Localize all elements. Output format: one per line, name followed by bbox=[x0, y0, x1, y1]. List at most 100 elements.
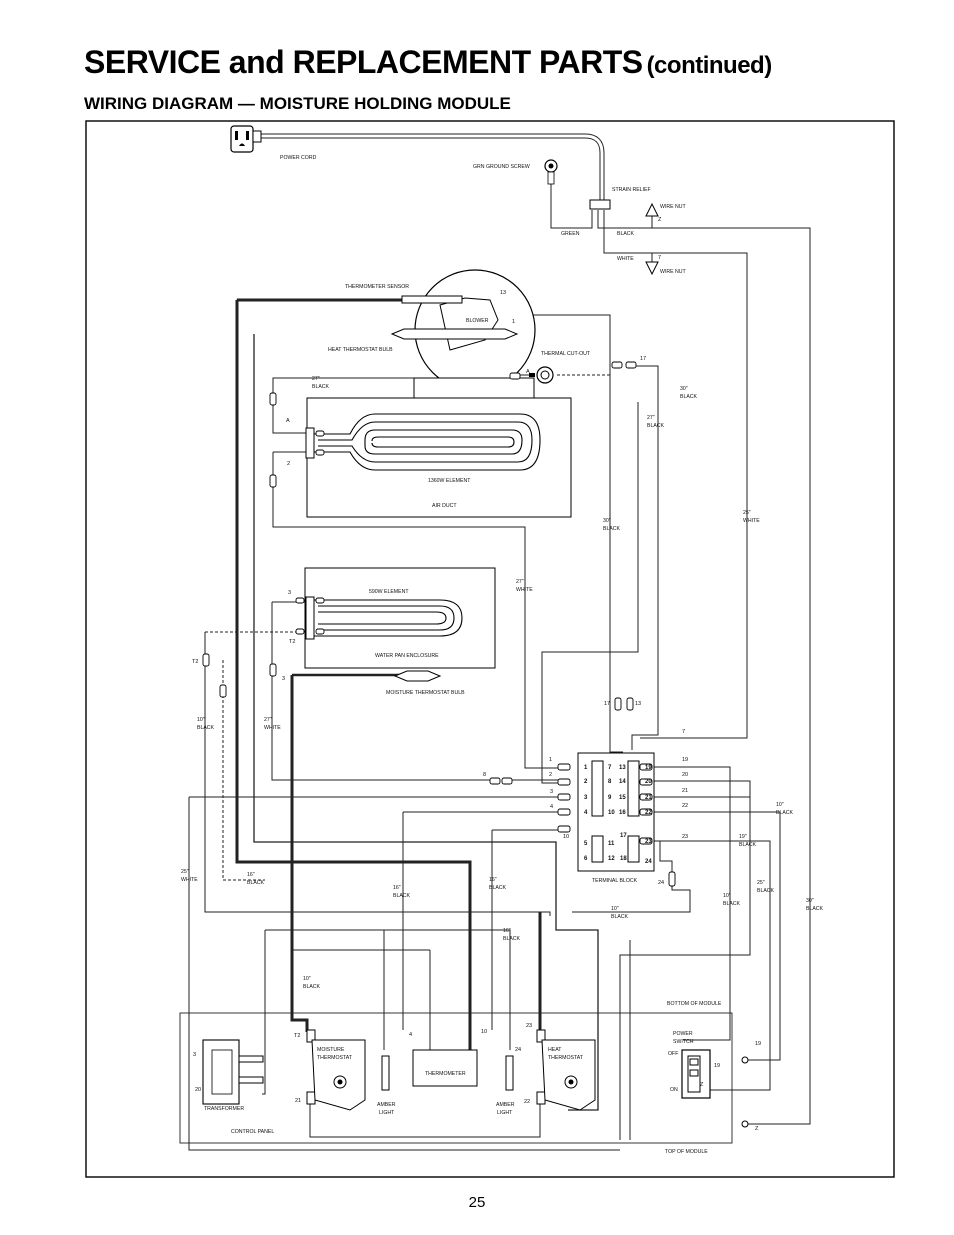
heat-thermostat bbox=[536, 1029, 596, 1111]
element-1360w-terminal bbox=[305, 427, 315, 459]
wire-num: 22 bbox=[682, 803, 688, 809]
tb-num: 7 bbox=[608, 765, 612, 771]
thermal-cutout bbox=[529, 366, 554, 384]
wire-label-len: 10" bbox=[776, 802, 784, 808]
tb-num: 17 bbox=[620, 833, 627, 839]
wire-num: A bbox=[526, 369, 530, 375]
wire-num: 1 bbox=[512, 319, 515, 325]
page-title-main: SERVICE and REPLACEMENT PARTS bbox=[84, 44, 643, 80]
tb-num: 5 bbox=[584, 841, 588, 847]
label-grn-ground-screw: GRN GROUND SCREW bbox=[473, 164, 530, 170]
wire-label-len: 27" bbox=[312, 376, 320, 382]
wire-num: A bbox=[286, 418, 290, 424]
wire-num: 19 bbox=[682, 757, 688, 763]
tb-num: 8 bbox=[608, 779, 612, 785]
wire-num: 3 bbox=[288, 590, 291, 596]
label-element-590: 590W ELEMENT bbox=[369, 589, 409, 595]
tb-num: 24 bbox=[645, 859, 652, 865]
wire-label-color: WHITE bbox=[516, 587, 533, 593]
tb-num: 16 bbox=[619, 810, 626, 816]
amber-light-left bbox=[381, 1055, 390, 1091]
moisture-thermostat-bulb bbox=[393, 670, 442, 682]
label-bottom-of-module: BOTTOM OF MODULE bbox=[667, 1001, 722, 1007]
label-water-pan-enclosure: WATER PAN ENCLOSURE bbox=[375, 653, 439, 659]
wire-label-len: 10" bbox=[303, 976, 311, 982]
wire-num: 21 bbox=[295, 1098, 301, 1104]
label-light-right: LIGHT bbox=[497, 1110, 513, 1116]
label-off: OFF bbox=[668, 1051, 678, 1057]
wire-label-len: 16" bbox=[247, 872, 255, 878]
label-wire-nut-bottom: WIRE NUT bbox=[660, 269, 686, 275]
label-amber-left: AMBER bbox=[377, 1102, 396, 1108]
wire-label-len: 30" bbox=[680, 386, 688, 392]
water-pan-enclosure bbox=[304, 567, 496, 669]
wire-label-len: 30" bbox=[603, 518, 611, 524]
element-590w bbox=[310, 599, 463, 637]
wire-num: 20 bbox=[682, 772, 688, 778]
wire-label-len: 10" bbox=[723, 893, 731, 899]
tb-num: 14 bbox=[619, 779, 626, 785]
page-title-suffix: (continued) bbox=[646, 52, 773, 79]
wire-num: 3 bbox=[193, 1052, 196, 1058]
wire-num: T2 bbox=[289, 639, 295, 645]
label-top-of-module: TOP OF MODULE bbox=[665, 1149, 708, 1155]
wire-label-color: BLACK bbox=[723, 901, 741, 907]
transformer bbox=[202, 1039, 264, 1105]
wire-num: 2 bbox=[549, 772, 552, 778]
wire-label-len: 27" bbox=[647, 415, 655, 421]
wire-label-color: BLACK bbox=[611, 914, 629, 920]
wire-label-len: 25" bbox=[743, 510, 751, 516]
label-amber-right: AMBER bbox=[496, 1102, 515, 1108]
wire-num: 4 bbox=[550, 804, 553, 810]
label-wire-nut-top-id: Z bbox=[658, 217, 662, 223]
wire-num: 7 bbox=[682, 729, 685, 735]
wire-num: 8 bbox=[483, 772, 486, 778]
label-moisture-thermostat-1: MOISTURE bbox=[317, 1047, 345, 1053]
tb-num: 12 bbox=[608, 856, 615, 862]
wire-num: T2 bbox=[192, 659, 198, 665]
control-panel-frame bbox=[179, 1012, 733, 1144]
wire-label-color: WHITE bbox=[743, 518, 760, 524]
label-green: GREEN bbox=[561, 231, 580, 237]
label-power-switch-1: POWER bbox=[673, 1031, 693, 1037]
wire-num: 23 bbox=[526, 1023, 532, 1029]
page-title: SERVICE and REPLACEMENT PARTS (continued… bbox=[84, 44, 772, 81]
wire-num: T2 bbox=[294, 1033, 300, 1039]
wire-num: 4 bbox=[409, 1032, 412, 1038]
wire-label-color: WHITE bbox=[181, 877, 198, 883]
label-transformer: TRANSFORMER bbox=[204, 1106, 244, 1112]
wire-label-len: 19" bbox=[739, 834, 747, 840]
tb-num: 10 bbox=[608, 810, 615, 816]
label-black: BLACK bbox=[617, 231, 635, 237]
label-thermal-cutout: THERMAL CUT-OUT bbox=[541, 351, 591, 357]
wires bbox=[188, 133, 811, 1151]
wire-num: 20 bbox=[195, 1087, 201, 1093]
tb-num: 4 bbox=[584, 810, 588, 816]
label-terminal-block: TERMINAL BLOCK bbox=[592, 878, 638, 884]
label-heat-thermostat-1: HEAT bbox=[548, 1047, 562, 1053]
wire-label-color: BLACK bbox=[757, 888, 775, 894]
heat-thermostat-bulb bbox=[390, 328, 519, 340]
wire-num: 17 bbox=[640, 356, 646, 362]
wire-label-len: 16" bbox=[393, 885, 401, 891]
element-1360w bbox=[310, 413, 541, 471]
terminal-block bbox=[577, 752, 655, 872]
wire-num: 10 bbox=[563, 834, 569, 840]
label-wire-nut-top: WIRE NUT bbox=[660, 204, 686, 210]
tb-num: 20 bbox=[645, 779, 652, 785]
tb-num: 1 bbox=[584, 765, 588, 771]
wire-label-color: BLACK bbox=[247, 880, 265, 886]
label-thermometer: THERMOMETER bbox=[425, 1071, 466, 1077]
wire-num: 21 bbox=[682, 788, 688, 794]
label-wire-nut-bottom-id: 7 bbox=[658, 255, 661, 261]
wire-label-color: BLACK bbox=[806, 906, 824, 912]
wire-label-len: 25" bbox=[757, 880, 765, 886]
label-air-duct: AIR DUCT bbox=[432, 503, 457, 509]
label-white: WHITE bbox=[617, 256, 634, 262]
label-heat-thermostat-2: THERMOSTAT bbox=[548, 1055, 584, 1061]
tb-num: 13 bbox=[619, 765, 626, 771]
wire-label-color: BLACK bbox=[680, 394, 698, 400]
wire-num: 3 bbox=[282, 676, 285, 682]
tb-num: 22 bbox=[645, 810, 652, 816]
